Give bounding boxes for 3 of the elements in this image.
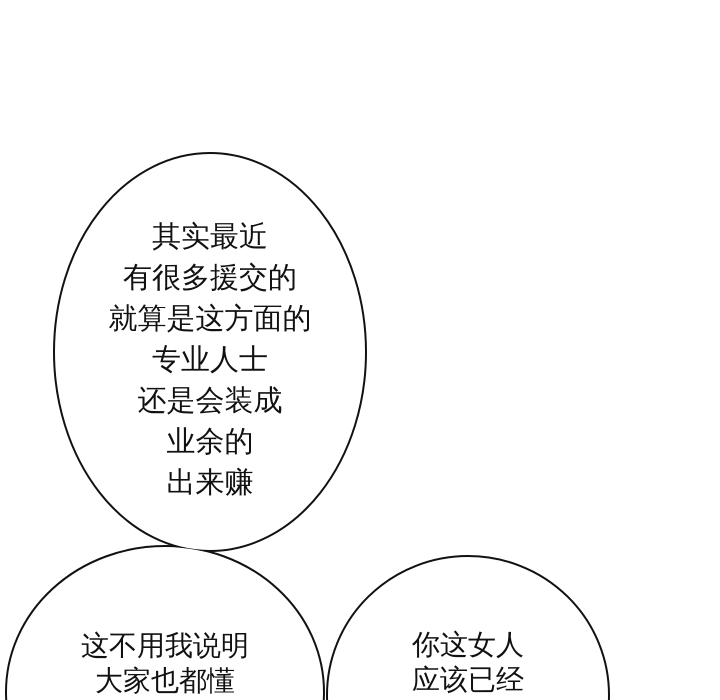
speech-text: 这不用我说明大家也都懂: [80, 628, 250, 698]
speech-text: 你这女人应该已经: [411, 627, 525, 697]
speech-text: 其实最近有很多援交的就算是这方面的专业人士还是会装成业余的出来赚: [108, 218, 312, 501]
